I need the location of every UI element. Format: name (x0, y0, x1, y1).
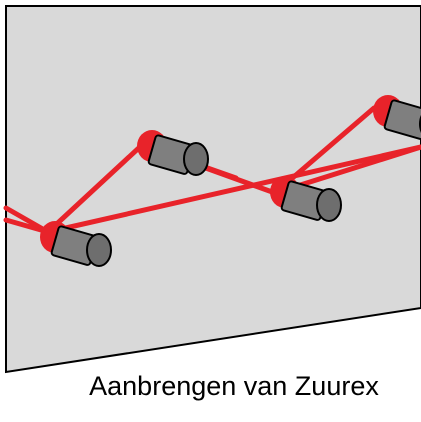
peg-4 (373, 95, 421, 140)
wall-panel (5, 5, 421, 374)
peg-2-end (183, 142, 209, 176)
peg-2 (137, 130, 209, 176)
peg-1-end (86, 233, 112, 267)
peg-3-end (316, 188, 342, 222)
peg-3 (270, 176, 342, 222)
peg-4-body (383, 99, 421, 140)
peg-1 (40, 221, 112, 267)
caption: Aanbrengen van Zuurex (89, 371, 379, 401)
